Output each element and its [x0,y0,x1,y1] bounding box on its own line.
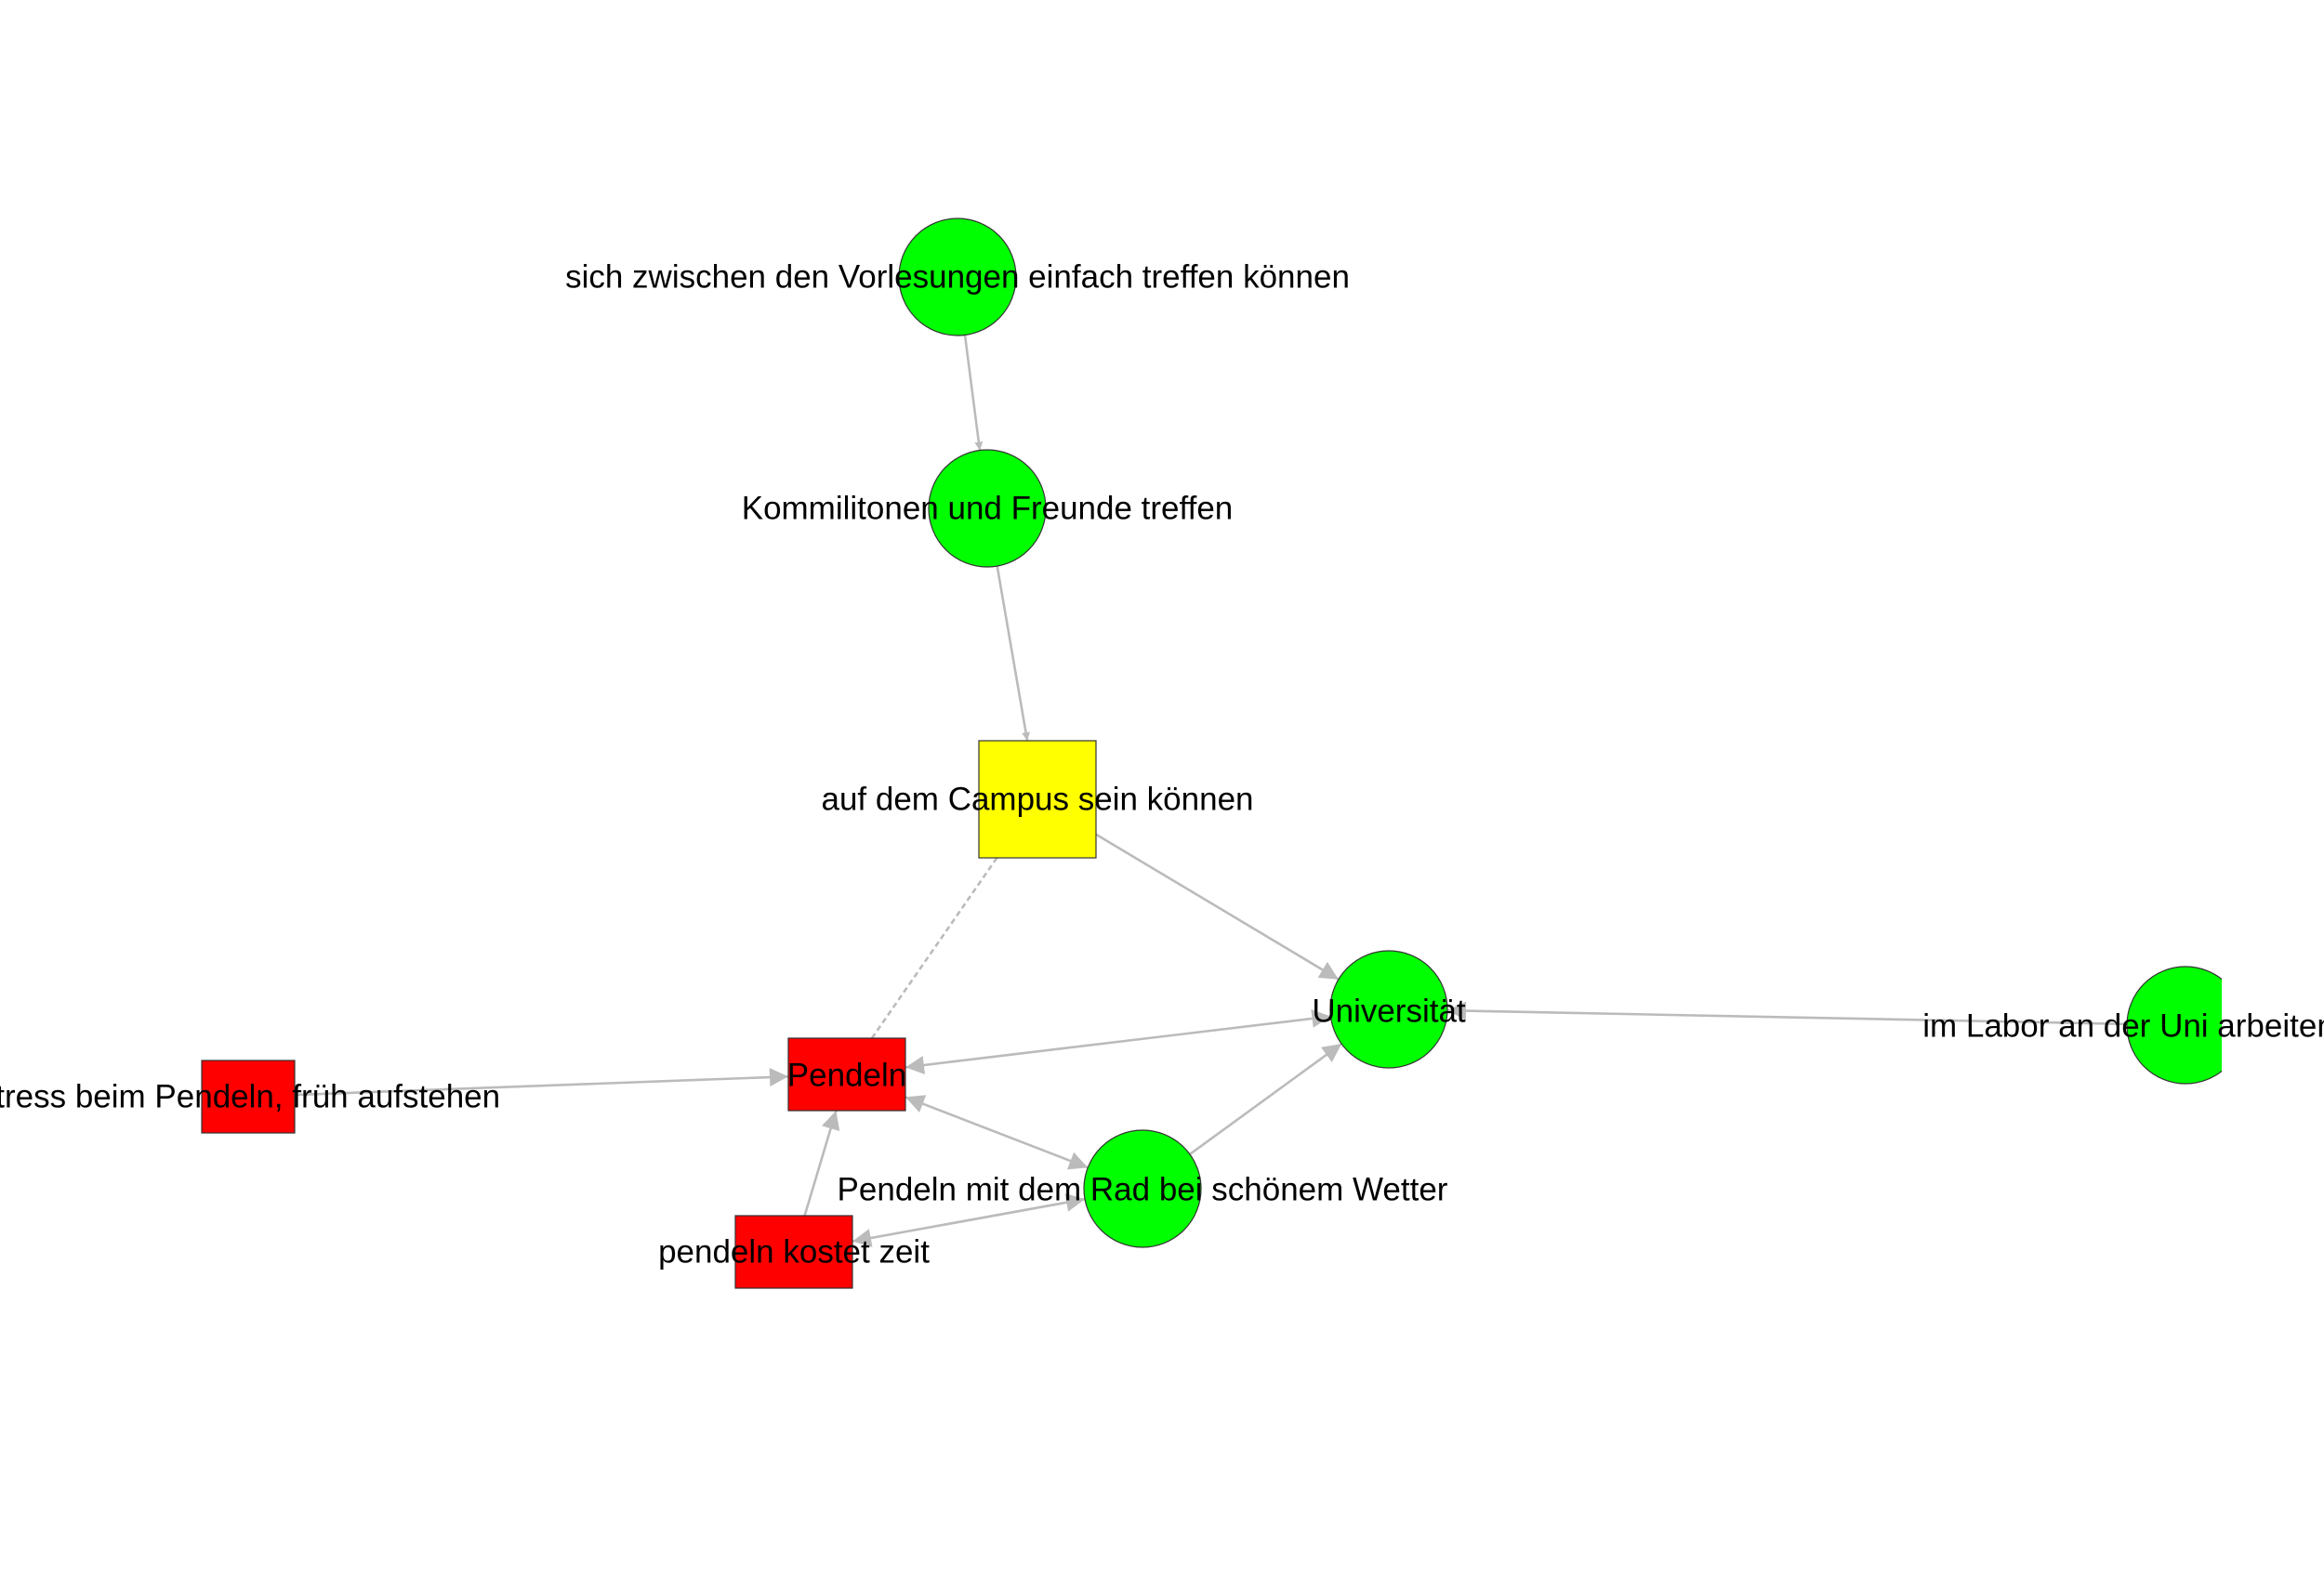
nodes-layer [201,217,2244,1289]
edge-stress-to-pendeln [294,1068,789,1097]
node-label-stress: Stress beim Pendeln, früh aufstehen [0,1079,500,1115]
node-treffen_vorlesungen[interactable] [898,217,1017,336]
edge-universitaet-to-pendeln [905,1008,1331,1074]
node-rad[interactable] [1083,1129,1202,1248]
edge-rad-to-universitaet [1189,1043,1342,1155]
edge-pendeln-to-campus [870,857,998,1039]
node-label-rad: Pendeln mit dem Rad bei schönem Wetter [838,1172,1448,1208]
node-label-pendeln: Pendeln [787,1058,906,1094]
edge-kommilitonen-to-campus [996,565,1031,742]
node-campus[interactable] [978,740,1097,859]
labels-layer: sich zwischen den Vorlesungen einfach tr… [0,259,2324,1271]
edge-rad-to-zeit [852,1192,1086,1247]
edge-labor-to-universitaet [1446,1001,2128,1026]
edge-zeit-to-pendeln [803,1110,840,1217]
node-label-treffen_vorlesungen: sich zwischen den Vorlesungen einfach tr… [565,259,1350,296]
node-stress[interactable] [201,1060,296,1134]
edges-layer [294,335,2128,1247]
edge-treffen_vorlesungen-to-kommilitonen [963,335,984,451]
node-label-kommilitonen: Kommilitonen und Freunde treffen [742,491,1234,527]
node-label-universitaet: Universität [1312,994,1466,1030]
node-label-zeit: pendeln kostet zeit [658,1234,930,1271]
node-zeit[interactable] [734,1215,853,1289]
edge-campus-to-universitaet [1095,833,1340,981]
node-universitaet[interactable] [1329,950,1448,1069]
node-labor[interactable] [2126,966,2244,1085]
edge-pendeln-to-rad [905,1095,1089,1170]
node-pendeln[interactable] [787,1037,906,1112]
node-kommilitonen[interactable] [928,449,1047,568]
node-label-campus: auf dem Campus sein können [822,782,1254,818]
node-label-labor: im Labor an der Uni arbeiten [1922,1008,2324,1045]
